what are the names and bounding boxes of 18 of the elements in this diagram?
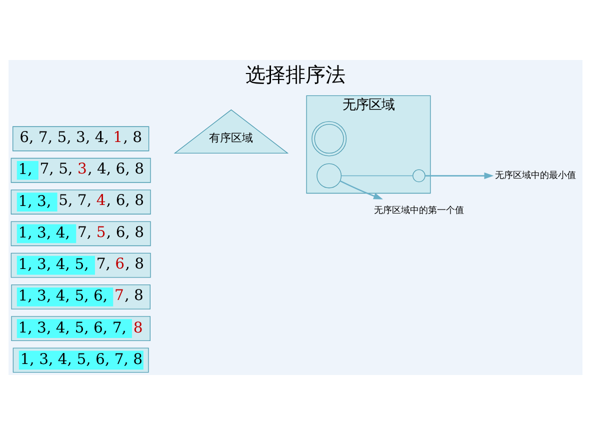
node-text: 无序区域中的最小值 bbox=[495, 170, 576, 181]
arrow bbox=[340, 180, 383, 199]
node-box: 6, 7, 5, 3, 4, 1, 8 bbox=[12, 126, 150, 151]
node-box: 1, 3, 5, 7, 4, 6, 8 bbox=[10, 189, 151, 214]
diagram-title: 选择排序法 bbox=[246, 62, 346, 86]
node-box: 1, 7, 5, 3, 4, 6, 8 bbox=[10, 157, 151, 182]
cluster: 无序区域 bbox=[306, 94, 431, 194]
node-circle bbox=[412, 168, 426, 182]
node-circle bbox=[316, 162, 342, 188]
node-circle bbox=[312, 120, 347, 156]
node-box: 1, 3, 4, 7, 5, 6, 8 bbox=[10, 220, 151, 246]
node-box: 1, 3, 4, 5, 6, 7, 8 bbox=[12, 347, 149, 372]
node-text: 无序区域中的第一个值 bbox=[374, 206, 464, 216]
node-box: 1, 3, 4, 5, 6, 7, 8 bbox=[11, 284, 150, 309]
arrow bbox=[425, 172, 494, 179]
node-box: 1, 3, 4, 5, 7, 6, 8 bbox=[10, 252, 151, 278]
connector bbox=[341, 174, 414, 176]
node-box: 1, 3, 4, 5, 6, 7, 8 bbox=[11, 316, 150, 341]
